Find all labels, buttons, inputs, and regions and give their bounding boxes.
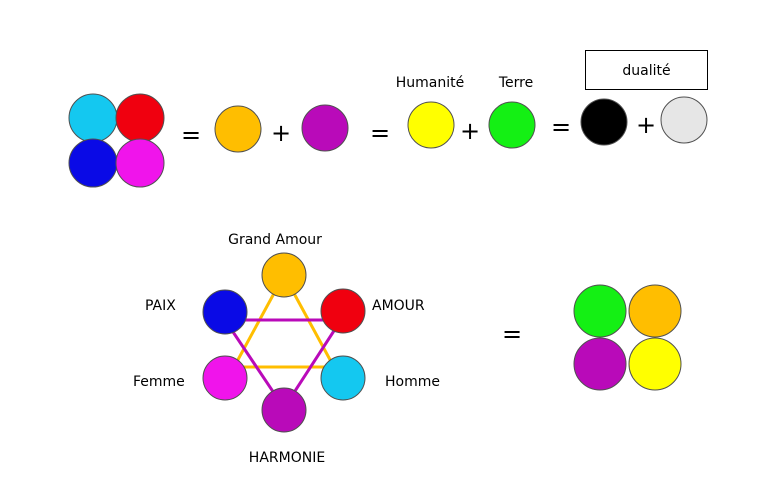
circle-purple-top [301,104,349,152]
label-amour: AMOUR [372,298,425,314]
label-femme: Femme [133,374,185,390]
circle-blue [68,138,118,188]
circle-orange-top [214,105,262,153]
star-circle-harmonie [261,387,307,433]
label-humanite: Humanité [395,75,465,91]
circle-purple-br [573,337,627,391]
label-terre: Terre [498,75,534,91]
label-paix: PAIX [145,298,176,314]
circle-orange-br [628,284,682,338]
circle-black [580,98,628,146]
circle-cyan [68,93,118,143]
circle-red [115,93,165,143]
circle-terre-green [488,101,536,149]
circle-magenta [115,138,165,188]
plus-sign-3: + [635,111,657,139]
star-circle-grand-amour [261,252,307,298]
star-triangle-down [222,318,344,411]
plus-sign-1: + [270,119,292,147]
star-of-david [222,271,344,411]
star-circle-paix [202,289,248,335]
equals-sign-1: = [180,121,202,149]
plus-sign-2: + [459,117,481,145]
circle-light-gray [660,96,708,144]
star-circle-femme [202,355,248,401]
quad-cluster-left [68,93,165,188]
label-harmonie: HARMONIE [248,450,326,466]
star-circle-amour [320,288,366,334]
dualite-box: dualité [585,50,708,90]
circle-yellow-br [628,337,682,391]
equals-sign-2: = [369,119,391,147]
circle-humanite-yellow [407,101,455,149]
label-dualite: dualité [622,63,671,79]
label-homme: Homme [385,374,440,390]
quad-cluster-right [573,284,682,391]
circle-green-br [573,284,627,338]
label-grand-amour: Grand Amour [228,232,322,248]
star-circle-homme [320,355,366,401]
equals-sign-bottom: = [501,320,523,348]
equals-sign-3: = [550,113,572,141]
